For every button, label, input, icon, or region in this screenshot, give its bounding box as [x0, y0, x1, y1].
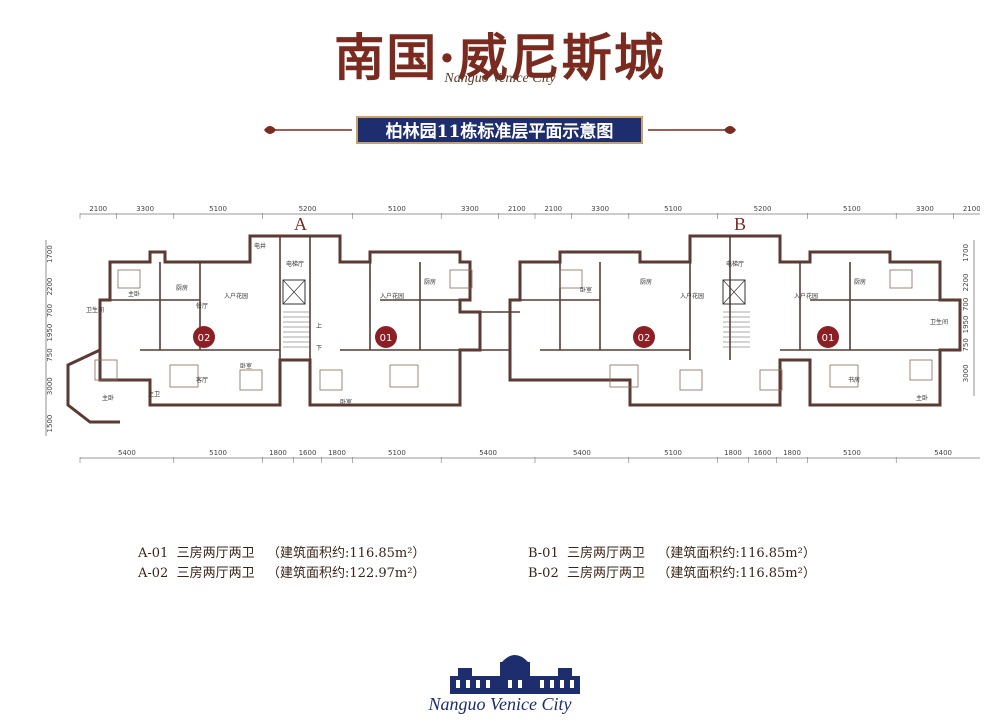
legend-item-b01: B-01 三房两厅两卫 （建筑面积约:116.85m²） — [528, 542, 816, 561]
dimension-label: 1800 — [269, 449, 287, 457]
plan-banner: 柏林园11栋标准层平面示意图 — [356, 116, 643, 144]
dimension-label: 2100 — [544, 205, 562, 213]
room-label: 卧室 — [340, 398, 352, 406]
room-label: 电井 — [254, 242, 266, 250]
dimension-label: 700 — [962, 298, 970, 311]
dimension-label: 5400 — [573, 449, 591, 457]
room-label: 主卧 — [128, 290, 140, 298]
legend-code: A-02 — [138, 566, 169, 581]
room-label: 下 — [316, 345, 322, 352]
dimension-label: 1600 — [754, 449, 772, 457]
dimension-label: 5100 — [843, 205, 861, 213]
dimension-label: 1800 — [328, 449, 346, 457]
dimension-label: 750 — [46, 348, 54, 361]
dimension-label: 3300 — [916, 205, 934, 213]
legend-type: 三房两厅两卫 — [567, 546, 646, 561]
brand-title: 南国·威尼斯城 — [334, 28, 666, 87]
apartment-marker-b01: 01 — [817, 326, 839, 348]
dimension-label: 2100 — [89, 205, 107, 213]
legend-item-b02: B-02 三房两厅两卫 （建筑面积约:116.85m²） — [528, 562, 816, 581]
room-label: 上 — [316, 322, 322, 330]
dimension-label: 5400 — [934, 449, 952, 457]
dimension-label: 750 — [962, 338, 970, 351]
dimension-label: 1800 — [783, 449, 801, 457]
legend-code: B-01 — [528, 546, 559, 561]
legend-area: （建筑面积约:116.85m²） — [657, 566, 816, 581]
dimension-label: 5400 — [479, 449, 497, 457]
dimension-label: 3000 — [46, 377, 54, 395]
room-label: 主卧 — [102, 394, 114, 402]
room-label: 餐厅 — [196, 302, 208, 310]
footer-logo-text: Nanguo Venice City — [428, 694, 572, 714]
legend-item-a02: A-02 三房两厅两卫 （建筑面积约:122.97m²） — [138, 562, 425, 581]
dimension-label: 1700 — [962, 244, 970, 262]
room-label: 入户花园 — [794, 292, 818, 300]
room-label: 入户花园 — [680, 292, 704, 300]
svg-text:01: 01 — [380, 333, 393, 344]
floor-plan: 2100 3300 5100 5200 5100 3300 2100 2100 3300 5100… — [45, 205, 980, 463]
legend-code: A-01 — [138, 546, 169, 561]
dimension-label: 5100 — [388, 205, 406, 213]
room-label: 厨房 — [854, 278, 866, 286]
room-label: 入户花园 — [380, 292, 404, 300]
unit-label-a: A — [294, 214, 307, 234]
apartment-marker-a01: 01 — [375, 326, 397, 348]
dimension-label: 3000 — [962, 364, 970, 382]
svg-text:02: 02 — [638, 333, 651, 344]
room-label: 卧室 — [580, 286, 592, 294]
dimension-label: 2100 — [963, 205, 980, 213]
legend-item-a01: A-01 三房两厅两卫 （建筑面积约:116.85m²） — [138, 542, 425, 561]
svg-text:02: 02 — [198, 333, 211, 344]
palace-logo-icon — [450, 655, 580, 694]
dimension-label: 1800 — [724, 449, 742, 457]
legend-area: （建筑面积约:116.85m²） — [657, 546, 816, 561]
dimension-label: 1950 — [46, 324, 54, 342]
dimension-label: 5200 — [754, 205, 772, 213]
room-label: 主卧 — [916, 394, 928, 402]
unit-label-b: B — [734, 214, 746, 234]
dimension-label: 5100 — [388, 449, 406, 457]
apartment-marker-a02: 02 — [193, 326, 215, 348]
dimension-label: 700 — [46, 304, 54, 317]
dimension-label: 2200 — [962, 273, 970, 291]
dimension-label: 5100 — [209, 205, 227, 213]
room-label: 电梯厅 — [286, 260, 304, 268]
dimension-label: 1950 — [962, 316, 970, 334]
apartment-marker-b02: 02 — [633, 326, 655, 348]
room-label: 厨房 — [640, 278, 652, 286]
legend-type: 三房两厅两卫 — [176, 546, 255, 561]
svg-text:01: 01 — [822, 333, 835, 344]
dimension-label: 3300 — [591, 205, 609, 213]
room-label: 卫生间 — [930, 318, 948, 326]
brand-subtitle: Nanguo Venice City — [444, 71, 556, 86]
legend-area: （建筑面积约:122.97m²） — [267, 566, 426, 581]
room-label: 卫生间 — [86, 306, 104, 314]
room-label: 电梯厅 — [726, 260, 744, 268]
dimension-label: 2200 — [46, 278, 54, 296]
dimension-label: 1500 — [46, 415, 54, 433]
dimension-label: 5200 — [299, 205, 317, 213]
room-label: 厨房 — [176, 284, 188, 292]
room-label: 主卫 — [148, 390, 160, 398]
dimension-label: 3300 — [136, 205, 154, 213]
room-label: 卧室 — [240, 362, 252, 370]
dimension-label: 5100 — [843, 449, 861, 457]
dimension-label: 1700 — [46, 245, 54, 263]
room-label: 书房 — [848, 376, 860, 384]
dimension-label: 5400 — [118, 449, 136, 457]
dimension-label: 3300 — [461, 205, 479, 213]
legend-code: B-02 — [528, 566, 559, 581]
banner-ornaments — [264, 126, 736, 134]
dimension-label: 5100 — [664, 449, 682, 457]
room-label: 客厅 — [196, 376, 208, 384]
dimension-label: 1600 — [299, 449, 317, 457]
dimension-label: 2100 — [508, 205, 526, 213]
dimension-label: 5100 — [664, 205, 682, 213]
room-label: 入户花园 — [224, 292, 248, 300]
legend-type: 三房两厅两卫 — [567, 566, 646, 581]
legend-type: 三房两厅两卫 — [176, 566, 255, 581]
room-label: 厨房 — [424, 278, 436, 286]
dimension-label: 5100 — [209, 449, 227, 457]
legend-area: （建筑面积约:116.85m²） — [267, 546, 426, 561]
